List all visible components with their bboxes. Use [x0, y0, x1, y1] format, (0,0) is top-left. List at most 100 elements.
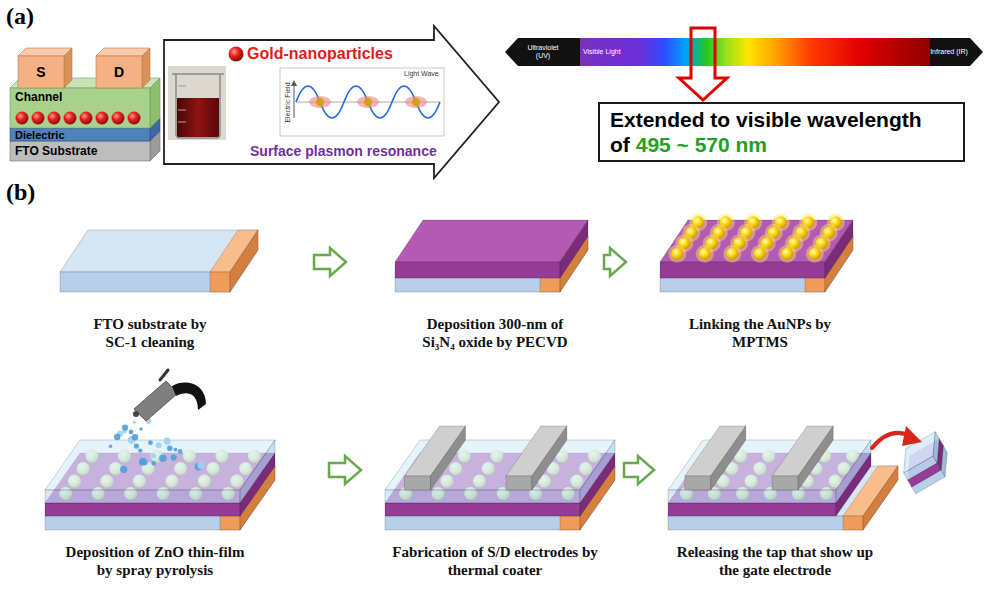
beaker-liquid — [177, 98, 219, 137]
metal-particle — [364, 98, 372, 106]
spray-droplet — [133, 421, 136, 424]
channel-layer — [10, 88, 150, 128]
panel-label: (b) — [6, 178, 35, 206]
particle-glow — [696, 245, 714, 263]
gold-nanoparticle — [32, 112, 45, 125]
electron-cloud — [357, 96, 379, 108]
step-caption: Linking the AuNPs by MPTMS — [675, 315, 845, 351]
spray-droplet — [152, 461, 156, 465]
beaker-mark — [178, 86, 186, 87]
electrode-label: S — [36, 64, 45, 80]
channel-side — [150, 78, 160, 128]
spray-droplet — [197, 462, 204, 469]
spray-gun-trigger — [160, 370, 168, 380]
sd-electrode — [772, 476, 798, 490]
gate-contact — [540, 278, 560, 292]
sd-electrode — [685, 476, 711, 490]
plasmon-figure — [280, 68, 444, 136]
particle-glow — [668, 245, 686, 263]
gold-nanoparticle — [781, 248, 793, 260]
release-arrow-head — [902, 426, 922, 446]
gold-nanoparticle — [128, 112, 141, 125]
dielectric-layer — [10, 128, 150, 141]
process-step: Releasing the tap that show up the gate … — [658, 365, 960, 579]
arrow-label: Surface plasmon resonance — [250, 142, 437, 160]
spray-droplet — [122, 425, 128, 431]
source-electrode-side — [64, 48, 72, 88]
arrow-label: Gold-nanoparticles — [247, 44, 393, 63]
gate-contact — [230, 230, 258, 292]
fto-substrate — [60, 230, 258, 272]
spray-droplet — [109, 444, 113, 448]
spray-droplet — [129, 430, 134, 435]
ir-band — [930, 38, 983, 66]
particle-glow — [778, 245, 796, 263]
uv-band — [505, 38, 580, 66]
spray-droplet — [151, 453, 156, 458]
spectrum-label: Visible Light — [583, 48, 621, 56]
zno-layer — [580, 440, 615, 503]
si3n4-layer — [45, 503, 240, 516]
substrate-layer: FTO Substrate — [10, 141, 150, 161]
si3n4-layer — [660, 262, 825, 278]
beaker-photo — [168, 66, 226, 140]
electron-cloud — [309, 96, 331, 108]
sd-electrode — [506, 476, 532, 490]
nanoparticle-icon — [229, 47, 244, 62]
spray-droplet — [178, 449, 183, 454]
zno-layer — [668, 490, 836, 503]
spray-gun-handle — [172, 383, 206, 410]
electrode-label: D — [114, 64, 124, 80]
step-caption: Fabrication of S/D electrodes by thermal… — [385, 543, 605, 579]
electron-cloud — [405, 96, 427, 108]
process-step: FTO substrate by SC-1 cleaning — [40, 205, 310, 351]
fto-substrate — [660, 278, 825, 292]
gate-contact — [843, 516, 863, 530]
step-caption: Deposition of ZnO thin-film by spray pyr… — [63, 543, 248, 579]
gate-contact — [863, 466, 898, 530]
drain-electrode-top — [96, 48, 150, 56]
gold-nanoparticle — [809, 248, 821, 260]
si3n4-layer — [385, 503, 580, 516]
spray-droplet — [120, 466, 127, 473]
gold-nanoparticle — [16, 112, 29, 125]
fto-substrate — [60, 272, 230, 292]
sd-electrode — [405, 476, 431, 490]
zno-layer — [385, 490, 580, 503]
si3n4-layer — [395, 262, 560, 278]
callout-box: Extended to visible wavelength of495 ~ 5… — [598, 102, 965, 162]
zno-layer — [836, 440, 871, 503]
metal-particle — [316, 98, 324, 106]
gold-nanoparticle — [64, 112, 77, 125]
spectrum-label: Ultraviolet (UV) — [521, 44, 565, 60]
channel-layer: Channel — [10, 88, 150, 128]
drain-electrode — [96, 56, 142, 88]
light-wave — [296, 86, 440, 118]
drain-electrode: D — [96, 56, 142, 88]
spray-droplet — [164, 438, 171, 445]
axis-label: Electric Field — [283, 76, 292, 128]
sd-electrode — [431, 426, 466, 490]
spray-droplet — [142, 460, 148, 466]
beaker-glass — [176, 74, 220, 138]
substrate-layer — [10, 141, 150, 161]
sd-electrode — [798, 426, 833, 490]
sd-electrode — [532, 426, 567, 490]
gold-nanoparticle — [671, 248, 683, 260]
spray-gun-nozzle — [133, 411, 139, 417]
spray-droplet — [171, 455, 177, 461]
gate-contact — [220, 516, 240, 530]
panel-label: (a) — [6, 2, 34, 30]
process-step: Deposition 300-nm of Si₃N₄ oxide by PECV… — [350, 205, 600, 351]
tape-piece — [904, 456, 937, 480]
callout-text: 495 ~ 570 nm — [636, 133, 767, 156]
beaker-mark — [178, 122, 186, 123]
layer-label: Dielectric — [15, 129, 65, 141]
source-electrode — [18, 56, 64, 88]
fto-substrate — [395, 278, 560, 292]
si3n4-layer — [560, 220, 588, 278]
source-electrode: S — [18, 56, 64, 88]
